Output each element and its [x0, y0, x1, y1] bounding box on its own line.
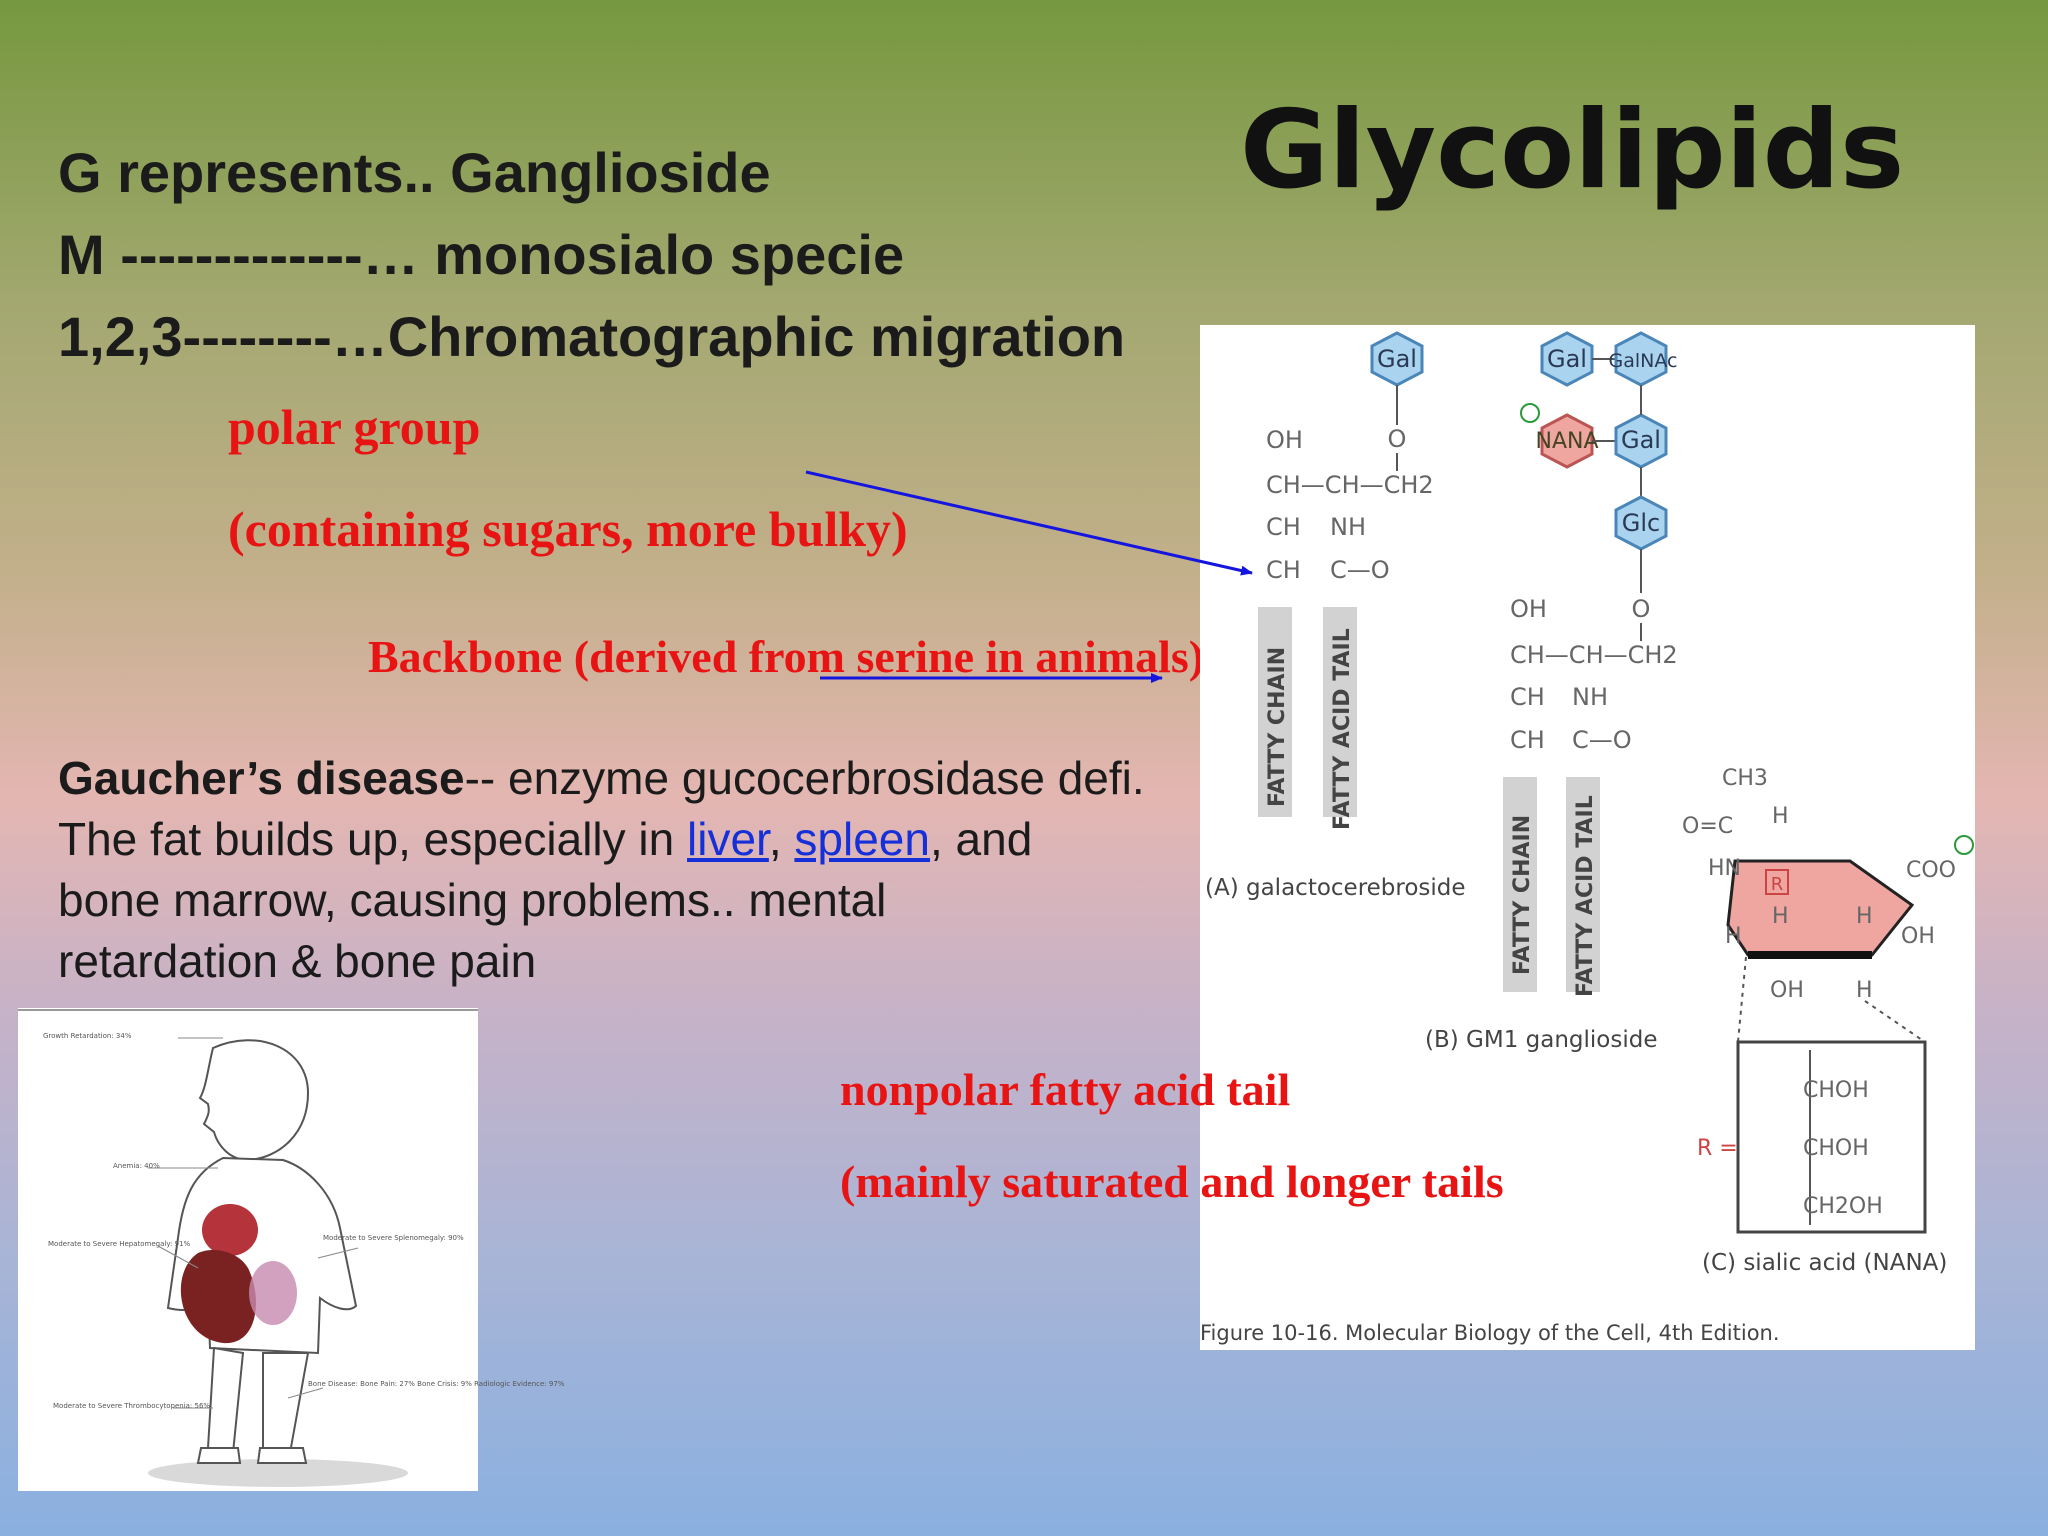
r-label: R — [1771, 874, 1784, 895]
ch3-label: CH3 — [1722, 766, 1768, 791]
choh-label-1: CHOH — [1803, 1078, 1869, 1103]
ch-label-a2: CH — [1266, 556, 1301, 584]
oh-label-a: OH — [1266, 426, 1303, 454]
child-label-anemia: Anemia: 40% — [113, 1162, 160, 1170]
fatty-acid-tail-bar-b — [1566, 777, 1600, 992]
child-label-bone: Bone Disease: Bone Pain: 27% Bone Crisis… — [308, 1380, 565, 1388]
gm1-ganglioside-label: (B) GM1 ganglioside — [1425, 1027, 1658, 1053]
sialic-acid-ring — [1726, 859, 1915, 957]
backbone-chain-a: CH—CH—CH2 — [1266, 471, 1434, 499]
child-left-leg — [206, 1346, 245, 1455]
polar-group-note: (containing sugars, more bulky) — [228, 501, 908, 557]
child-right-foot — [256, 1447, 308, 1464]
fatty-chain-label-a: FATTY CHAIN — [1265, 647, 1290, 807]
nonpolar-tail-label: nonpolar fatty acid tail — [840, 1064, 1291, 1115]
nana-hexagon — [1540, 413, 1594, 469]
co-label-b: C—O — [1572, 726, 1632, 754]
gaucher-disease-name: Gaucher’s disease — [58, 752, 465, 804]
fatty-chain-bar-b — [1503, 777, 1537, 992]
backbone-label: Backbone (derived from serine in animals… — [368, 631, 1205, 682]
h-label-4: H — [1725, 924, 1742, 949]
gaucher-line-2-end: , and — [929, 813, 1033, 865]
fatty-acid-tail-bar-a — [1323, 607, 1357, 817]
gaucher-text: Gaucher’s disease-- enzyme gucocerbrosid… — [58, 748, 1208, 992]
nonpolar-tail-note: (mainly saturated and longer tails — [840, 1156, 1504, 1207]
polar-group-label: polar group — [228, 399, 481, 455]
fatty-acid-tail-label-a: FATTY ACID TAIL — [1330, 628, 1355, 830]
r-group-box — [1736, 1040, 1927, 1234]
gal-label-a: Gal — [1377, 345, 1417, 373]
child-figure-svg: Growth Retardation: 34% Anemia: 40% Mode… — [18, 1009, 565, 1487]
gaucher-line-1: Gaucher’s disease-- enzyme gucocerbrosid… — [58, 748, 1208, 809]
gal-label-b2: Gal — [1621, 426, 1661, 454]
child-head — [198, 1039, 310, 1162]
fatty-chain-label-b: FATTY CHAIN — [1510, 815, 1535, 975]
gal-hexagon-b1 — [1540, 331, 1594, 387]
oc-label: O=C — [1682, 814, 1733, 839]
ch-label-b1: CH — [1510, 683, 1545, 711]
fatty-chain-bar-a — [1258, 607, 1292, 817]
spleen-link[interactable]: spleen — [794, 813, 930, 865]
gm1-ganglioside-structure: Gal GalNAc NANA Gal Glc O OH CH—CH—CH2 — [1425, 331, 1678, 1053]
glycolipid-figure-svg: Gal O OH CH—CH—CH2 CH NH CH C—O FATTY CH… — [1200, 331, 1974, 1345]
child-left-foot — [196, 1447, 242, 1464]
child-label-hepatomegaly: Moderate to Severe Hepatomegaly: 91% — [48, 1240, 190, 1248]
h-label-3: H — [1856, 904, 1873, 929]
definition-lines: G represents.. Ganglioside M -----------… — [58, 132, 1125, 378]
ch-label-a1: CH — [1266, 513, 1301, 541]
glc-label: Glc — [1622, 509, 1660, 537]
sialic-acid-structure: CH3 O=C H HN R H H H COO OH OH H R = CHO… — [1682, 766, 1974, 1276]
gaucher-line-4: retardation & bone pain — [58, 935, 537, 987]
coo-label: COO — [1906, 858, 1956, 883]
gaucher-enzyme: -- enzyme gucocerbrosidase defi. — [464, 752, 1145, 804]
gaucher-child-illustration: Growth Retardation: 34% Anemia: 40% Mode… — [18, 1008, 565, 1491]
slide-title: Glycolipids — [1240, 88, 1905, 213]
figure-caption: Figure 10-16. Molecular Biology of the C… — [1200, 1321, 1780, 1345]
oh-label-c2: OH — [1770, 978, 1804, 1003]
h-label-2: H — [1772, 904, 1789, 929]
spleen-icon — [249, 1261, 297, 1325]
heart-icon — [202, 1204, 258, 1256]
nh-label-a: NH — [1330, 513, 1366, 541]
child-label-thrombocytopenia: Moderate to Severe Thrombocytopenia: 56% — [53, 1402, 210, 1410]
sialic-acid-label: (C) sialic acid (NANA) — [1702, 1250, 1947, 1276]
nana-label: NANA — [1535, 429, 1598, 454]
o-label-a: O — [1388, 425, 1407, 453]
ch2oh-label: CH2OH — [1803, 1194, 1883, 1219]
liver-link[interactable]: liver — [687, 813, 769, 865]
glycolipid-figure: Gal O OH CH—CH—CH2 CH NH CH C—O FATTY CH… — [1200, 325, 1975, 1350]
backbone-chain-b: CH—CH—CH2 — [1510, 641, 1678, 669]
gaucher-comma: , — [768, 813, 795, 865]
h-label-1: H — [1772, 804, 1789, 829]
child-right-leg — [262, 1352, 310, 1455]
galactocerebroside-structure: Gal O OH CH—CH—CH2 CH NH CH C—O FATTY CH… — [1205, 331, 1466, 901]
r-equals-label: R = — [1697, 1136, 1738, 1161]
gaucher-line-2: The fat builds up, especially in liver , … — [58, 809, 1208, 870]
fatty-acid-tail-label-b: FATTY ACID TAIL — [1573, 795, 1598, 997]
o-label-b: O — [1632, 595, 1651, 623]
child-label-splenomegaly: Moderate to Severe Splenomegaly: 90% — [323, 1234, 464, 1242]
co-label-a: C—O — [1330, 556, 1390, 584]
gal-label-b1: Gal — [1547, 345, 1587, 373]
hn-label: HN — [1708, 856, 1741, 881]
liver-icon — [180, 1249, 256, 1344]
gaucher-line-3: bone marrow, causing problems.. mental — [58, 874, 887, 926]
child-label-growth: Growth Retardation: 34% — [43, 1032, 132, 1040]
oh-label-c1: OH — [1901, 924, 1935, 949]
galactocerebroside-label: (A) galactocerebroside — [1205, 875, 1466, 901]
choh-label-2: CHOH — [1803, 1136, 1869, 1161]
oh-label-b: OH — [1510, 595, 1547, 623]
definition-line-g: G represents.. Ganglioside — [58, 141, 771, 204]
h-label-5: H — [1856, 978, 1873, 1003]
galnac-label: GalNAc — [1609, 350, 1678, 372]
ch-label-b2: CH — [1510, 726, 1545, 754]
nh-label-b: NH — [1572, 683, 1608, 711]
definition-line-numbers: 1,2,3--------…Chromatographic migration — [58, 305, 1126, 368]
definition-line-m: M -------------… monosialo specie — [58, 223, 905, 286]
gaucher-line-2-start: The fat builds up, especially in — [58, 813, 688, 865]
